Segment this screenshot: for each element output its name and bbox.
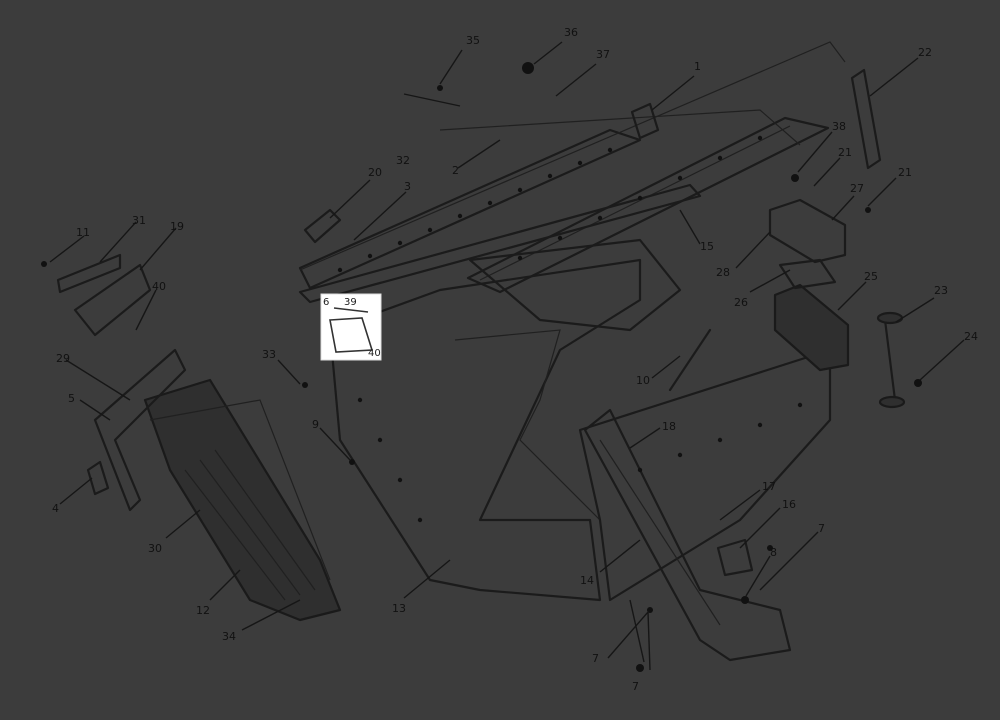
lower-side-rail: [583, 408, 792, 662]
clip-4: [86, 460, 110, 496]
stay-10: [668, 328, 712, 392]
callout-1: 1: [694, 60, 701, 73]
callout-16: 16: [782, 498, 796, 511]
floor-well: [468, 238, 682, 332]
callout-32: 32: [396, 154, 410, 167]
leader-lines: [49, 41, 965, 671]
box-25: [773, 283, 850, 372]
bracket-31: [56, 253, 122, 294]
callout-34: 34: [222, 630, 236, 643]
inset-label-39: 39: [344, 297, 357, 308]
bracket-22: [850, 68, 882, 170]
detail-inset: 6 39 40: [320, 293, 382, 361]
callout-13: 13: [392, 602, 406, 615]
callout-24: 24: [964, 330, 978, 343]
inset-bracket: [329, 317, 374, 353]
callout-8: 8: [770, 546, 777, 559]
upper-right-rail: [466, 116, 830, 294]
inset-label-40: 40: [368, 348, 381, 359]
hinge-16: [716, 538, 754, 577]
callout-40: 40: [152, 280, 166, 293]
upper-right-rail-inner: [479, 125, 791, 281]
callout-10: 10: [636, 374, 650, 387]
bracket-19: [73, 263, 152, 337]
callout-20: 20: [368, 166, 382, 179]
rear-right-panel: [578, 348, 832, 602]
callout-17: 17: [762, 480, 776, 493]
callout-21b: 21: [898, 166, 912, 179]
floor-panel-inner: [454, 329, 601, 521]
callout-11: 11: [76, 226, 90, 239]
callout-38: 38: [832, 120, 846, 133]
upper-rail-bar: [298, 183, 702, 304]
callout-25: 25: [864, 270, 878, 283]
callout-7a: 7: [818, 522, 825, 535]
rail-holes: [337, 135, 803, 523]
callout-27: 27: [850, 182, 864, 195]
side-step-top: [149, 399, 331, 581]
callout-21a: 21: [838, 146, 852, 159]
fasteners: [41, 62, 922, 672]
plate-26: [778, 258, 837, 290]
left-bracket: [93, 348, 187, 512]
callout-15: 15: [700, 240, 714, 253]
callout-26: 26: [734, 296, 748, 309]
step-tread: [184, 449, 316, 601]
rod-23-top: [876, 311, 904, 325]
callout-37: 37: [596, 48, 610, 61]
inset-arm: [333, 307, 369, 313]
callout-14: 14: [580, 574, 594, 587]
callout-7b: 7: [592, 652, 599, 665]
upper-left-rail: [298, 128, 642, 290]
callout-9: 9: [312, 418, 319, 431]
callout-2: 2: [452, 164, 459, 177]
frame-top-line-2: [439, 109, 801, 146]
callout-labels: 35 36 37 1 22 38 21 21 27 15 28 26 25 23…: [52, 26, 978, 693]
callout-18: 18: [662, 420, 676, 433]
callout-29: 29: [56, 352, 70, 365]
callout-19: 19: [170, 220, 184, 233]
bracket-1: [630, 102, 660, 140]
lower-side-rail-edge: [599, 439, 721, 626]
callout-36: 36: [564, 26, 578, 39]
callout-30: 30: [148, 542, 162, 555]
callout-35: 35: [466, 34, 480, 47]
callout-33: 33: [262, 348, 276, 361]
callout-28: 28: [716, 266, 730, 279]
side-step: [143, 378, 342, 622]
box-27: [768, 198, 847, 264]
floor-panel: [328, 258, 642, 602]
inset-label-6: 6: [323, 297, 329, 308]
callout-23: 23: [934, 284, 948, 297]
callout-31: 31: [132, 214, 146, 227]
rod-23-bottom: [878, 395, 906, 409]
callout-7c: 7: [632, 680, 639, 693]
frame-top-line: [299, 41, 846, 271]
callout-4: 4: [52, 502, 59, 515]
callout-5: 5: [68, 392, 75, 405]
rod-23: [883, 318, 897, 402]
callout-3: 3: [404, 180, 411, 193]
bracket-20: [303, 208, 342, 244]
callout-12: 12: [196, 604, 210, 617]
callout-22: 22: [918, 46, 932, 59]
